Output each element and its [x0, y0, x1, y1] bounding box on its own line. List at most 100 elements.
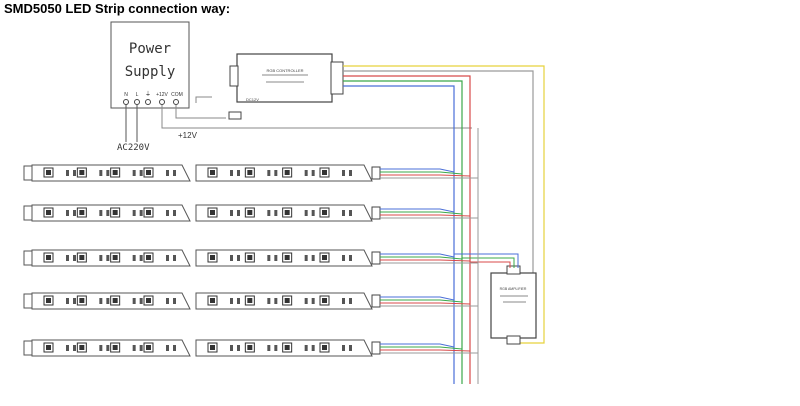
resistor — [274, 345, 278, 351]
resistor — [237, 170, 240, 176]
ac-input-label: AC220V — [117, 143, 150, 153]
led-chip-core — [247, 255, 253, 260]
power-supply-terminals — [123, 99, 179, 105]
resistor — [132, 255, 136, 261]
resistor — [311, 170, 315, 176]
resistor — [99, 345, 103, 351]
led-chip-core — [46, 170, 51, 175]
strip-connector — [371, 294, 381, 308]
resistor — [173, 345, 176, 351]
resistor — [166, 170, 169, 176]
terminal-label-com: COM — [171, 92, 183, 98]
led-chip-core — [210, 345, 215, 350]
ac-input-wires — [125, 105, 138, 142]
resistor — [106, 170, 110, 176]
resistor — [230, 298, 233, 304]
resistor — [139, 210, 143, 216]
resistor — [73, 210, 76, 216]
resistor — [139, 255, 143, 261]
led-chip-core — [146, 298, 151, 303]
resistor — [99, 170, 103, 176]
strip-end-cap — [23, 293, 33, 309]
led-strip-5-left — [31, 339, 191, 357]
resistor — [73, 255, 76, 261]
resistor — [304, 170, 308, 176]
resistor — [132, 210, 136, 216]
power-supply-label-line1: Power — [129, 41, 171, 57]
resistor — [311, 255, 315, 261]
terminal-label-n: N — [124, 92, 128, 98]
resistor — [311, 298, 315, 304]
resistor — [274, 210, 278, 216]
resistor — [342, 170, 345, 176]
strip-end-cap — [23, 250, 33, 266]
led-chip-core — [79, 298, 85, 303]
led-chip-core — [284, 298, 290, 303]
led-strip-row-5 — [23, 339, 478, 357]
resistor — [230, 170, 233, 176]
led-strip-4-left — [31, 292, 191, 310]
strip-connector — [371, 251, 381, 265]
resistor — [132, 298, 136, 304]
led-strip-2-left — [31, 204, 191, 222]
resistor — [99, 298, 103, 304]
strip-lead-wires — [380, 208, 478, 219]
diagram-title: SMD5050 LED Strip connection way: — [4, 1, 231, 16]
resistor — [274, 298, 278, 304]
resistor — [342, 210, 345, 216]
led-strip-4-right — [195, 292, 373, 310]
led-strip-row-1 — [23, 164, 478, 182]
resistor — [237, 255, 240, 261]
led-chip-core — [284, 170, 290, 175]
led-chip-core — [112, 170, 118, 175]
resistor — [99, 210, 103, 216]
resistor — [311, 345, 315, 351]
led-chip-core — [46, 298, 51, 303]
resistor — [349, 298, 352, 304]
led-chip-core — [46, 345, 51, 350]
led-chip-core — [146, 345, 151, 350]
strip-end-cap — [23, 165, 33, 181]
resistor — [66, 210, 69, 216]
led-strip-row-4 — [23, 292, 478, 310]
resistor — [342, 298, 345, 304]
resistor — [106, 210, 110, 216]
rgb-controller: RGB CONTROLLER DC12V — [228, 53, 344, 120]
led-strip-row-3 — [23, 249, 478, 267]
resistor — [267, 298, 271, 304]
resistor — [230, 210, 233, 216]
resistor — [73, 345, 76, 351]
led-chip-core — [247, 345, 253, 350]
resistor — [237, 210, 240, 216]
resistor — [166, 210, 169, 216]
led-chip-core — [322, 345, 327, 350]
resistor — [66, 298, 69, 304]
led-chip-core — [322, 170, 327, 175]
resistor — [237, 345, 240, 351]
led-chip-core — [46, 210, 51, 215]
resistor — [173, 255, 176, 261]
resistor — [132, 345, 136, 351]
resistor — [230, 345, 233, 351]
terminal-label-ground: ⏚ — [145, 91, 151, 98]
resistor — [267, 255, 271, 261]
led-chip-core — [284, 345, 290, 350]
power-supply-label-line2: Supply — [125, 64, 176, 80]
controller-label: RGB CONTROLLER — [266, 68, 303, 73]
led-chip-core — [146, 170, 151, 175]
led-chip-core — [79, 255, 85, 260]
led-chip-core — [112, 210, 118, 215]
resistor — [230, 255, 233, 261]
dc-output-label: +12V — [178, 131, 198, 140]
led-chip-core — [79, 170, 85, 175]
strip-connector — [371, 206, 381, 220]
resistor — [237, 298, 240, 304]
resistor — [66, 170, 69, 176]
resistor — [349, 255, 352, 261]
resistor — [173, 210, 176, 216]
led-chip-core — [210, 210, 215, 215]
resistor — [73, 298, 76, 304]
rgb-amplifier: RGB AMPLIFIER — [490, 265, 537, 345]
strip-end-cap — [23, 205, 33, 221]
